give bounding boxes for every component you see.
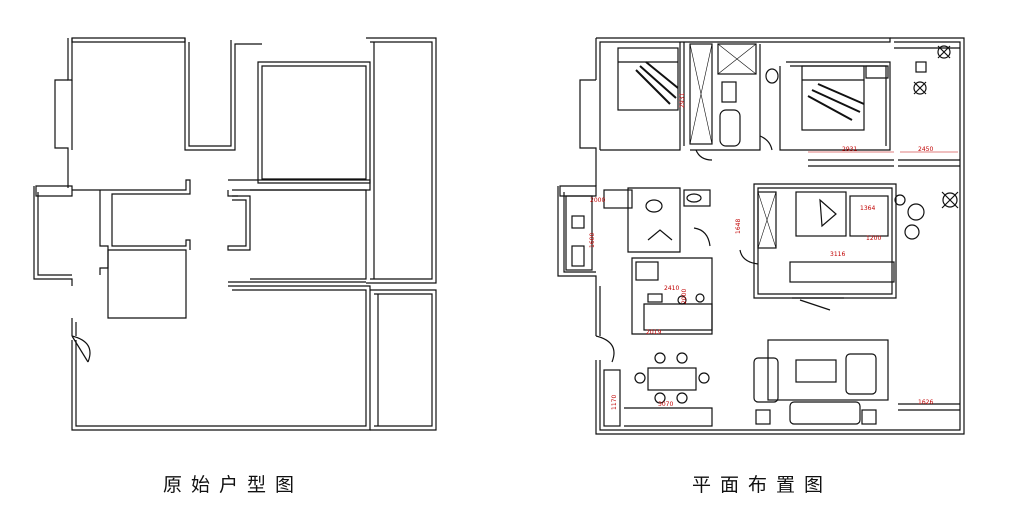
dim-2019: 2019 xyxy=(646,329,661,336)
plant-2 xyxy=(913,81,927,95)
toilet-2 xyxy=(645,199,663,213)
sink-1 xyxy=(765,68,779,84)
dining-table xyxy=(647,367,697,391)
sink-2 xyxy=(686,193,702,203)
desk xyxy=(795,191,847,237)
furnished-floor-plan: 2931 2450 2931 1364 1200 3116 1648 1600 … xyxy=(557,37,965,435)
caption-furnished-plan: 平面布置图 xyxy=(692,474,833,496)
coffee-table xyxy=(795,359,837,383)
armchair-right xyxy=(845,353,877,395)
rug xyxy=(767,339,889,401)
bed-right xyxy=(801,65,865,131)
dim-2000b: 2000 xyxy=(681,289,688,304)
sofa xyxy=(789,401,861,425)
dim-1626: 1626 xyxy=(918,399,933,406)
dim-2450: 2931 xyxy=(842,146,857,153)
chair-1 xyxy=(907,203,925,221)
dim-2000: 2000 xyxy=(590,197,605,204)
dim-3116: 3116 xyxy=(830,251,845,258)
wardrobe-left xyxy=(689,43,713,145)
bathtub xyxy=(719,109,741,147)
wardrobe-study xyxy=(757,191,777,249)
shower xyxy=(717,43,757,75)
armchair-left xyxy=(753,357,779,403)
plant-3 xyxy=(942,192,958,208)
original-floor-plan xyxy=(33,37,437,431)
kitchen-counter xyxy=(565,195,593,271)
dim-3070: 3070 xyxy=(658,401,673,408)
bed-left xyxy=(617,47,679,111)
chair-2 xyxy=(904,224,920,240)
dim-2410: 2410 xyxy=(664,285,679,292)
plant-1 xyxy=(937,45,951,59)
dim-1627: 2450 xyxy=(918,146,933,153)
dim-1648: 1648 xyxy=(735,219,742,234)
dim-1600: 1600 xyxy=(589,233,596,248)
dim-1364: 1364 xyxy=(860,205,875,212)
tv-cabinet xyxy=(789,261,895,283)
caption-original-plan: 原始户型图 xyxy=(163,474,304,496)
dim-1200: 1200 xyxy=(866,235,881,242)
toilet-1 xyxy=(721,81,737,103)
dim-1170: 1170 xyxy=(611,395,618,410)
dim-2931: 2931 xyxy=(679,93,686,108)
